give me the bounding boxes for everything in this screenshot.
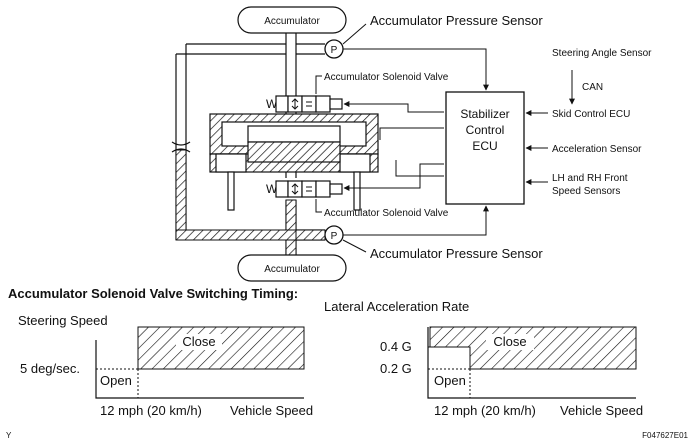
ecu-label-line3: ECU <box>472 139 497 153</box>
can-label: CAN <box>582 82 603 93</box>
pressure-sensor-top-label: Accumulator Pressure Sensor <box>370 13 543 28</box>
right-chart-axes <box>427 327 636 399</box>
left-chart-threshold-label: 5 deg/sec. <box>20 361 80 376</box>
right-chart-close-label: Close <box>493 334 526 349</box>
left-chart-xthreshold-label: 12 mph (20 km/h) <box>100 403 202 418</box>
hatched-line-bottom-right <box>295 229 326 241</box>
solenoid-valve-top-label: Accumulator Solenoid Valve <box>324 72 449 83</box>
accumulator-top-label: Accumulator <box>264 16 320 27</box>
left-chart-ylabel: Steering Speed <box>18 313 108 328</box>
section-title: Accumulator Solenoid Valve Switching Tim… <box>8 286 298 301</box>
right-chart-open-label: Open <box>434 373 466 388</box>
acceleration-sensor-label: Acceleration Sensor <box>552 144 642 155</box>
solenoid-valve-bottom-label: Accumulator Solenoid Valve <box>324 208 449 219</box>
hatched-line-left <box>175 149 187 241</box>
solenoid-valve-top: W <box>266 95 343 113</box>
accumulator-top: Accumulator <box>237 6 347 34</box>
signal-lines <box>343 48 575 236</box>
left-chart-axes <box>95 340 304 399</box>
hatched-line-bottom <box>175 229 297 241</box>
speed-sensors-label-line1: LH and RH Front <box>552 173 628 184</box>
crossover-symbol <box>171 141 191 153</box>
p-symbol-top: P <box>331 45 338 56</box>
skid-control-ecu-label: Skid Control ECU <box>552 109 630 120</box>
solenoid-valve-bottom: W <box>266 180 343 198</box>
hatched-pipe-lower <box>285 199 297 231</box>
figure-code: F047627E01 <box>642 431 688 440</box>
right-chart-threshold-high-label: 0.4 G <box>380 339 412 354</box>
speed-sensors-label-line2: Speed Sensors <box>552 186 620 197</box>
w-symbol-top: W <box>266 97 278 111</box>
w-symbol-bottom: W <box>266 182 278 196</box>
accumulator-bottom: Accumulator <box>237 254 347 282</box>
timing-chart-lateral-acceleration: Lateral Acceleration Rate Close Open 0.4… <box>324 299 643 418</box>
p-symbol-bottom: P <box>331 231 338 242</box>
stabilizer-control-ecu: Stabilizer Control ECU <box>445 91 525 205</box>
hatched-pipe-bottom <box>285 239 297 256</box>
left-chart-open-label: Open <box>100 373 132 388</box>
right-chart-threshold-low-label: 0.2 G <box>380 361 412 376</box>
ecu-label-line1: Stabilizer <box>460 107 509 121</box>
pressure-sensor-top: P Accumulator Pressure Sensor <box>324 13 543 59</box>
right-chart-title: Lateral Acceleration Rate <box>324 299 469 314</box>
stabilizer-cylinder <box>209 113 379 211</box>
timing-chart-steering-speed: Steering Speed Close Open 5 deg/sec. 12 … <box>18 313 313 418</box>
footer-left-mark: Y <box>6 431 12 440</box>
pressure-sensor-bottom-label: Accumulator Pressure Sensor <box>370 246 543 261</box>
solenoid-valve-top-callout: Accumulator Solenoid Valve <box>315 72 449 94</box>
accumulator-bottom-label: Accumulator <box>264 264 320 275</box>
solenoid-valve-bottom-callout: Accumulator Solenoid Valve <box>315 199 449 219</box>
ecu-label-line2: Control <box>466 123 505 137</box>
right-chart-xthreshold-label: 12 mph (20 km/h) <box>434 403 536 418</box>
right-chart-xlabel: Vehicle Speed <box>560 403 643 418</box>
pressure-sensor-bottom: P Accumulator Pressure Sensor <box>324 225 543 261</box>
left-chart-xlabel: Vehicle Speed <box>230 403 313 418</box>
steering-angle-sensor-label: Steering Angle Sensor <box>552 48 652 59</box>
left-chart-close-label: Close <box>182 334 215 349</box>
